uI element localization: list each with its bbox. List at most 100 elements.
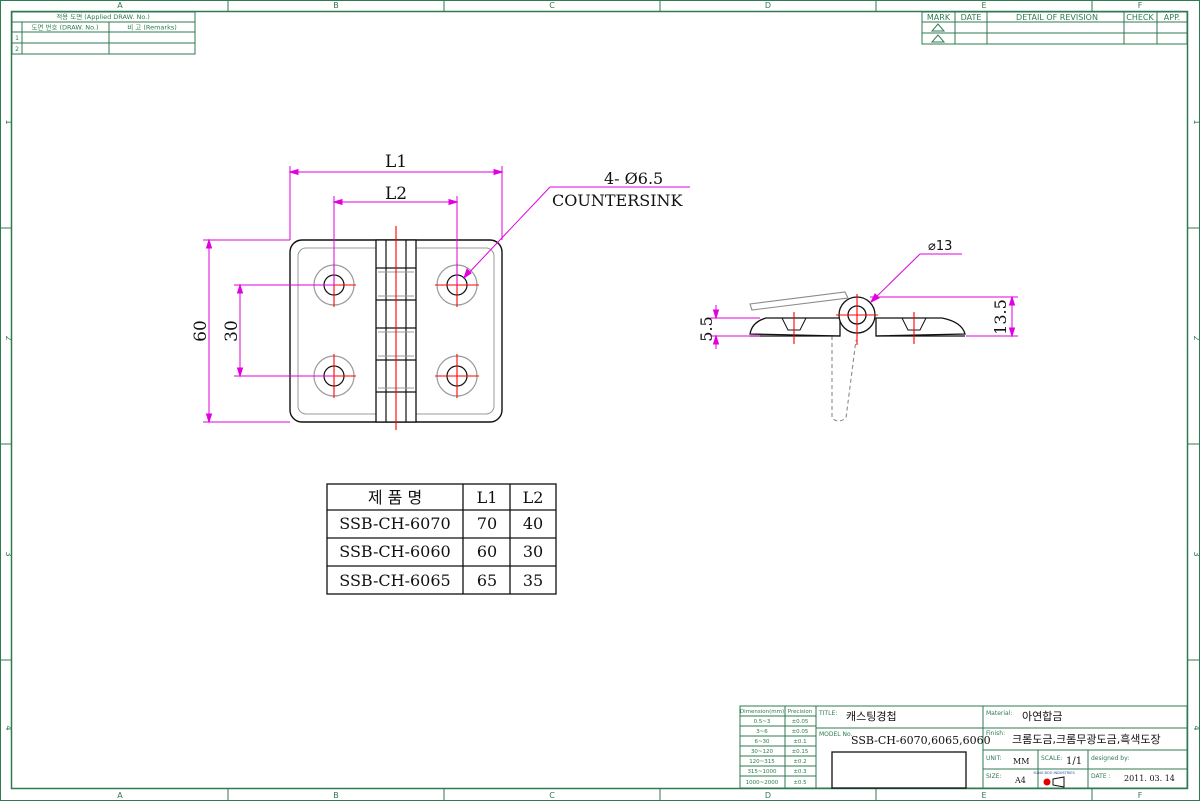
dim-l1-label: L1 — [385, 152, 407, 172]
tolerance-cell: ±0.15 — [792, 749, 809, 755]
revision-header-detail: DETAIL OF REVISION — [1016, 13, 1098, 22]
unit-value: MM — [1013, 757, 1029, 766]
tolerance-cell: 120~315 — [749, 759, 775, 765]
scale-value: 1/1 — [1066, 756, 1082, 767]
finish-label: Finish: — [986, 730, 1005, 737]
product-table-header-l1: L1 — [477, 488, 498, 507]
revision-header-mark: MARK — [927, 13, 951, 22]
product-table-cell: SSB-CH-6060 — [339, 542, 450, 561]
product-table-cell: 60 — [477, 542, 497, 561]
tolerance-cell: ±0.5 — [793, 780, 807, 786]
unit-label: UNIT: — [986, 755, 1002, 762]
tolerance-table: Dimension(mm) Precision 0.5~3 ±0.05 3~6 … — [739, 705, 817, 789]
applied-table-row-number: 1 — [15, 35, 19, 42]
product-table-cell: SSB-CH-6065 — [339, 571, 450, 590]
applied-drawing-table: 적용 도면 (Applied DRAW. No.) 도면 번호 (DRAW. N… — [11, 11, 196, 55]
applied-table-row-number: 2 — [15, 46, 19, 53]
hole-note-line1: 4- Ø6.5 — [604, 169, 663, 188]
front-dimensions — [203, 166, 690, 424]
revision-header-date: DATE — [961, 13, 982, 22]
zone-row-label: 3 — [4, 551, 13, 556]
date-label: DATE : — [1091, 773, 1111, 780]
logo-red-dot-icon — [1043, 778, 1051, 786]
dim-pin-dia-label: ⌀13 — [928, 239, 952, 254]
zone-col-label: B — [333, 1, 339, 10]
zone-row-label: 1 — [1192, 119, 1200, 124]
zone-row-label: 2 — [4, 335, 13, 340]
logo-arrow-icon — [1052, 776, 1065, 788]
open-leaf-ghost — [749, 291, 849, 311]
material-value: 아연합금 — [1022, 710, 1062, 723]
dim-total-height-label: 13.5 — [991, 299, 1010, 335]
product-table-cell: 30 — [523, 542, 543, 561]
zone-col-label: E — [981, 1, 986, 10]
tolerance-cell: 315~1000 — [747, 769, 777, 775]
dim-hole-pitch-label: 30 — [222, 320, 242, 342]
scale-label: SCALE: — [1041, 755, 1062, 762]
tolerance-cell: 1000~2000 — [746, 780, 779, 786]
product-table: 제 품 명 L1 L2 SSB-CH-6070 70 40 SSB-CH-606… — [326, 483, 557, 595]
hanging-leaf-ghost — [831, 336, 857, 422]
finish-value: 크롬도금,크롬무광도금,흑색도장 — [1012, 732, 1161, 746]
company-logo: SUNG BOO INDUSTRIES — [1033, 771, 1075, 788]
product-table-cell: 70 — [477, 514, 497, 533]
revision-mark-triangle-icon — [930, 34, 946, 43]
zone-col-label: A — [117, 1, 123, 10]
product-table-cell: 40 — [523, 514, 543, 533]
zone-row-label: 4 — [4, 725, 13, 730]
company-logo-text: SUNG BOO INDUSTRIES — [1033, 771, 1075, 775]
revision-table: MARK DATE DETAIL OF REVISION CHECK APP. — [921, 11, 1188, 45]
tolerance-cell: ±0.2 — [793, 759, 806, 765]
zone-col-label: D — [765, 791, 771, 800]
model-label: MODEL No. — [819, 731, 853, 738]
tolerance-cell: 6~30 — [754, 739, 770, 745]
product-table-header-l2: L2 — [523, 488, 544, 507]
designed-label: designed by: — [1091, 755, 1129, 762]
hole-note-line2: COUNTERSINK — [552, 191, 684, 210]
hinge-side-view: 5.5 13.5 ⌀13 — [697, 239, 1018, 422]
tolerance-header: Dimension(mm) — [740, 709, 784, 715]
applied-table-header: 적용 도면 (Applied DRAW. No.) — [56, 12, 150, 21]
revision-header-check: CHECK — [1126, 13, 1154, 22]
dim-height-label: 60 — [191, 320, 211, 342]
zone-col-label: D — [765, 1, 771, 10]
tolerance-cell: ±0.3 — [793, 769, 807, 775]
zone-col-label: F — [1138, 791, 1143, 800]
tolerance-cell: ±0.05 — [792, 729, 809, 735]
applied-table-col2: 비 고 (Remarks) — [127, 23, 177, 32]
title-block: TITLE: Material: MODEL No. Finish: UNIT:… — [815, 705, 1188, 789]
center-lines — [312, 226, 479, 430]
material-label: Material: — [986, 710, 1012, 717]
product-table-cell: SSB-CH-6070 — [339, 514, 450, 533]
model-value: SSB-CH-6070,6065,6060 — [851, 734, 991, 747]
hinge-front-view: L1 L2 60 30 4- Ø6.5 COUNTERSINK — [191, 152, 690, 430]
hinge-leaf-left — [749, 317, 841, 337]
revision-header-app: APP. — [1164, 13, 1180, 22]
tolerance-header: Precision — [788, 709, 813, 715]
zone-col-label: C — [549, 1, 555, 10]
dim-thickness-label: 5.5 — [697, 316, 716, 341]
zone-row-label: 3 — [1192, 551, 1200, 556]
zone-col-label: F — [1138, 1, 1143, 10]
size-label: SIZE: — [986, 773, 1002, 780]
zone-row-label: 2 — [1192, 335, 1200, 340]
product-table-header-name: 제 품 명 — [368, 488, 422, 507]
zone-col-label: B — [333, 791, 339, 800]
dim-l2-label: L2 — [385, 184, 407, 204]
applied-table-col1: 도면 번호 (DRAW. No.) — [31, 23, 98, 32]
product-table-cell: 35 — [523, 571, 543, 590]
title-value: 캐스팅경첩 — [846, 710, 897, 723]
size-value: A4 — [1014, 776, 1026, 785]
zone-col-label: E — [981, 791, 986, 800]
tolerance-cell: 3~6 — [756, 729, 768, 735]
tolerance-cell: ±0.05 — [792, 719, 809, 725]
revision-mark-triangle-icon — [930, 23, 946, 32]
zone-row-label: 1 — [4, 119, 13, 124]
tolerance-cell: 30~120 — [751, 749, 774, 755]
tolerance-cell: 0.5~3 — [754, 719, 771, 725]
date-value: 2011. 03. 14 — [1124, 774, 1175, 783]
zone-col-label: A — [117, 791, 123, 800]
product-table-cell: 65 — [477, 571, 497, 590]
